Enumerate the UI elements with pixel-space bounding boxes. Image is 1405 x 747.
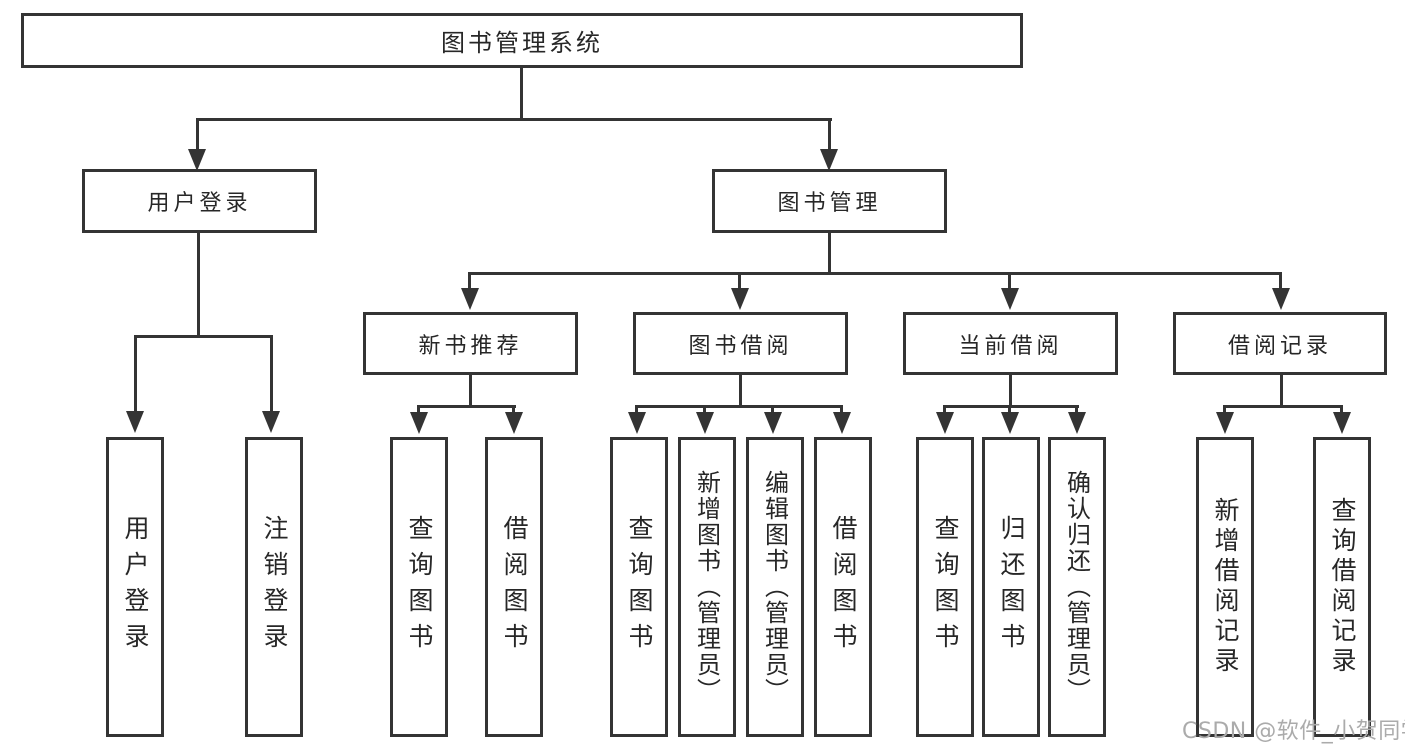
arrowhead-down-icon bbox=[1272, 288, 1290, 310]
leaf-edit-books-admin: 编辑图书（管理员） bbox=[746, 437, 804, 737]
connector bbox=[840, 405, 843, 414]
connector bbox=[196, 118, 832, 121]
leaf-add-borrow-record: 新增借阅记录 bbox=[1196, 437, 1254, 737]
arrowhead-down-icon bbox=[505, 412, 523, 434]
leaf-user-login: 用户登录 bbox=[106, 437, 164, 737]
connector bbox=[635, 405, 638, 414]
arrowhead-down-icon bbox=[1001, 288, 1019, 310]
arrowhead-down-icon bbox=[188, 149, 206, 171]
node-current-borrowing: 当前借阅 bbox=[903, 312, 1118, 375]
csdn-watermark: CSDN @软件_小贺同学 bbox=[1182, 719, 1405, 744]
connector bbox=[512, 405, 515, 414]
node-library-system: 图书管理系统 bbox=[21, 13, 1023, 68]
connector bbox=[739, 375, 742, 407]
node-borrowing-records: 借阅记录 bbox=[1173, 312, 1387, 375]
leaf-logout-login: 注销登录 bbox=[245, 437, 303, 737]
arrowhead-down-icon bbox=[731, 288, 749, 310]
connector bbox=[1223, 405, 1226, 414]
leaf-return-books: 归还图书 bbox=[982, 437, 1040, 737]
connector bbox=[417, 405, 516, 408]
connector bbox=[1279, 275, 1282, 289]
connector bbox=[1075, 405, 1078, 414]
arrowhead-down-icon bbox=[764, 412, 782, 434]
node-new-book-recommendation: 新书推荐 bbox=[363, 312, 578, 375]
arrowhead-down-icon bbox=[1216, 412, 1234, 434]
arrowhead-down-icon bbox=[1333, 412, 1351, 434]
connector bbox=[1009, 375, 1012, 407]
connector bbox=[1280, 375, 1283, 407]
connector bbox=[703, 405, 706, 414]
connector bbox=[828, 233, 831, 274]
leaf-query-borrow-record: 查询借阅记录 bbox=[1313, 437, 1371, 737]
leaf-borrow-books-recommend: 借阅图书 bbox=[485, 437, 543, 737]
arrowhead-down-icon bbox=[126, 411, 144, 433]
connector bbox=[468, 275, 471, 289]
arrowhead-down-icon bbox=[410, 412, 428, 434]
arrowhead-down-icon bbox=[461, 288, 479, 310]
connector bbox=[1340, 405, 1343, 414]
connector bbox=[635, 405, 843, 408]
connector bbox=[943, 405, 946, 414]
connector bbox=[469, 375, 472, 407]
connector bbox=[1008, 275, 1011, 289]
connector bbox=[520, 68, 523, 121]
connector bbox=[943, 405, 1079, 408]
connector bbox=[771, 405, 774, 414]
leaf-query-books-recommend: 查询图书 bbox=[390, 437, 448, 737]
connector bbox=[270, 338, 273, 412]
arrowhead-down-icon bbox=[628, 412, 646, 434]
node-book-borrowing: 图书借阅 bbox=[633, 312, 848, 375]
leaf-confirm-return-admin: 确认归还（管理员） bbox=[1048, 437, 1106, 737]
connector bbox=[1223, 405, 1343, 408]
connector bbox=[738, 275, 741, 289]
connector bbox=[1008, 405, 1011, 414]
arrowhead-down-icon bbox=[1068, 412, 1086, 434]
arrowhead-down-icon bbox=[936, 412, 954, 434]
connector bbox=[134, 338, 137, 412]
leaf-query-books-borrow: 查询图书 bbox=[610, 437, 668, 737]
leaf-add-books-admin: 新增图书（管理员） bbox=[678, 437, 736, 737]
node-user-login: 用户登录 bbox=[82, 169, 317, 233]
arrowhead-down-icon bbox=[262, 411, 280, 433]
arrowhead-down-icon bbox=[1001, 412, 1019, 434]
arrowhead-down-icon bbox=[833, 412, 851, 434]
connector bbox=[197, 233, 200, 337]
leaf-borrow-books: 借阅图书 bbox=[814, 437, 872, 737]
connector bbox=[468, 272, 1282, 275]
node-book-management: 图书管理 bbox=[712, 169, 947, 233]
connector bbox=[417, 405, 420, 414]
arrowhead-down-icon bbox=[696, 412, 714, 434]
connector bbox=[134, 335, 273, 338]
connector bbox=[196, 121, 199, 151]
leaf-query-books-current: 查询图书 bbox=[916, 437, 974, 737]
arrowhead-down-icon bbox=[820, 149, 838, 171]
connector bbox=[828, 121, 831, 151]
